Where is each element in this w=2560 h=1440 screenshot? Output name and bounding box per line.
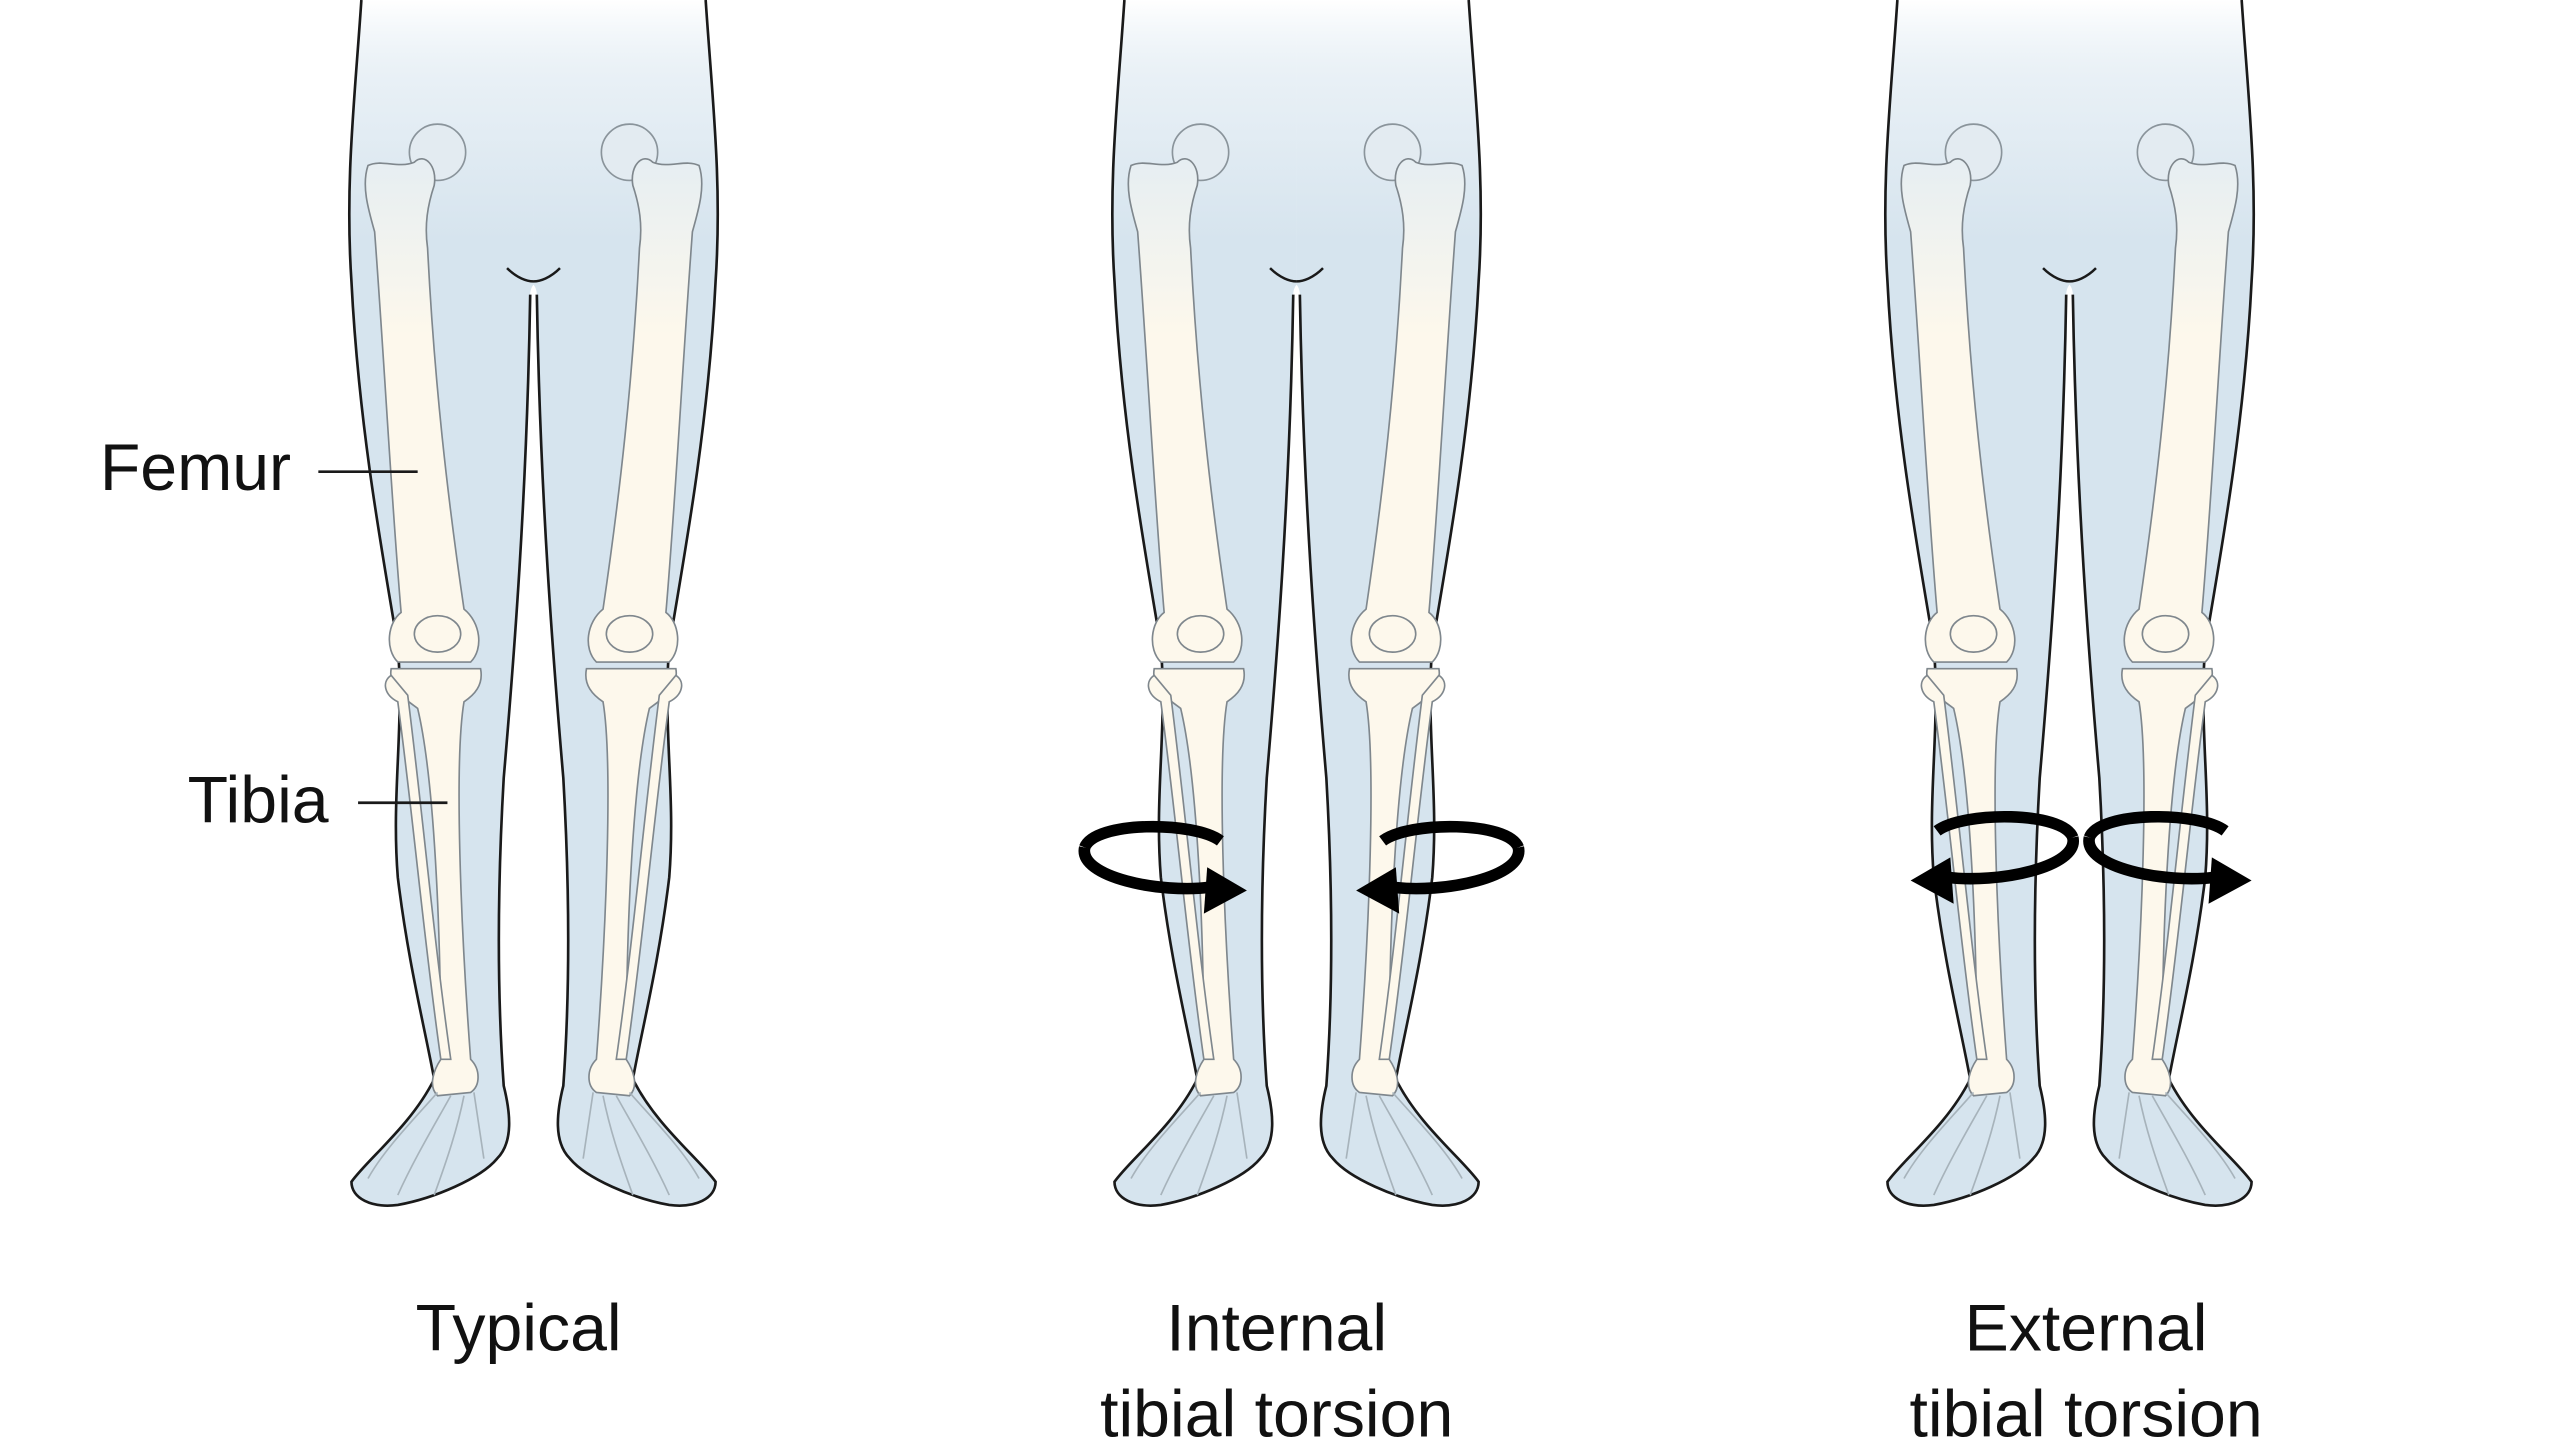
panel-internal-torsion: Internal tibial torsion	[1084, 0, 1518, 1440]
panel-external-torsion: External tibial torsion	[1883, 0, 2263, 1440]
femur-label: Femur	[100, 431, 291, 505]
caption-external-line1: External	[1965, 1292, 2208, 1366]
left-leg	[1110, 0, 1298, 1207]
right-leg	[532, 0, 720, 1207]
caption-external-line2: tibial torsion	[1909, 1378, 2262, 1440]
right-leg	[1295, 0, 1483, 1207]
panel-typical: Femur Tibia Typical	[100, 0, 720, 1366]
caption-internal-line1: Internal	[1166, 1292, 1387, 1366]
right-leg	[2068, 0, 2256, 1207]
caption-internal-line2: tibial torsion	[1100, 1378, 1453, 1440]
caption-typical: Typical	[416, 1292, 622, 1366]
tibia-label: Tibia	[188, 764, 329, 838]
left-leg	[1883, 0, 2071, 1207]
left-leg	[347, 0, 535, 1207]
